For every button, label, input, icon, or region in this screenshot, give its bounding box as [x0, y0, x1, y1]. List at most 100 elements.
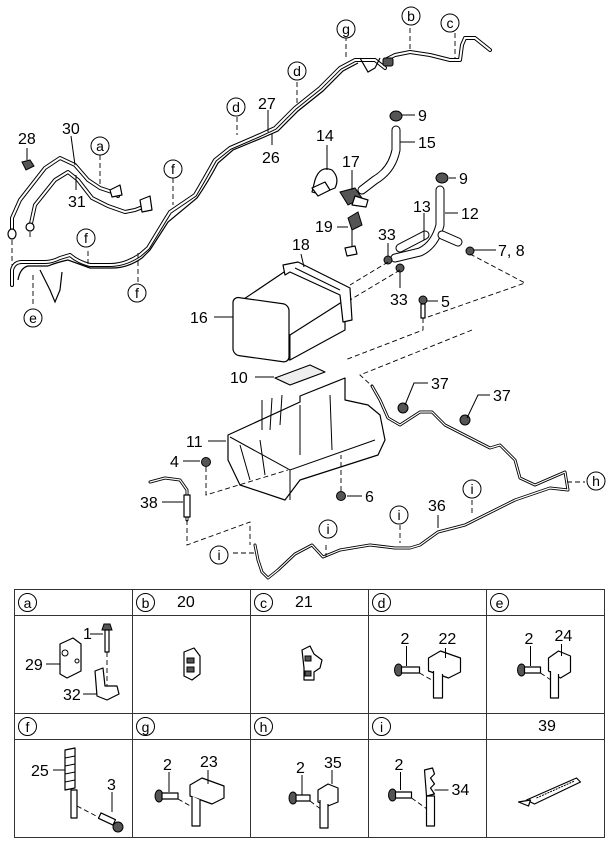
bracket-19[interactable] — [344, 211, 363, 257]
svg-text:e: e — [29, 310, 37, 326]
connector-28[interactable] — [21, 159, 35, 171]
part-label: 13 — [413, 199, 431, 216]
part-label: 4 — [170, 454, 179, 471]
part-label: 7, 8 — [498, 243, 525, 260]
legend-header-f: f — [14, 713, 133, 740]
part-label: 15 — [418, 135, 436, 152]
part-label: 24 — [555, 628, 573, 645]
svg-text:f: f — [135, 285, 139, 301]
purge-valve-14[interactable] — [311, 168, 338, 197]
svg-text:b: b — [407, 8, 415, 24]
callout-d: d — [372, 593, 391, 612]
clip-e-illustration: 2 24 — [517, 628, 573, 699]
part-label: 33 — [378, 227, 396, 244]
part-label: 5 — [441, 294, 450, 311]
part-number: 39 — [538, 717, 556, 735]
svg-text:g: g — [342, 21, 350, 37]
legend-header-h: h — [250, 713, 369, 740]
part-label: 26 — [262, 150, 280, 167]
clamp-9-upper[interactable] — [389, 110, 403, 122]
legend-cell-d[interactable]: 2 22 — [368, 615, 487, 714]
clip-c-illustration — [301, 645, 323, 681]
canister-tray-11[interactable] — [227, 377, 386, 501]
nut-6[interactable] — [336, 491, 346, 501]
part-label: 10 — [230, 370, 248, 387]
legend-cell-a[interactable]: 1 29 32 — [14, 615, 133, 714]
callout-i[interactable]: i — [209, 545, 229, 565]
callout-i[interactable]: i — [389, 505, 409, 525]
clamp-33-upper[interactable] — [383, 255, 393, 265]
callout-f[interactable]: f — [76, 228, 96, 248]
leader-lines — [26, 110, 496, 528]
callout-e[interactable]: e — [23, 308, 43, 328]
part-label: 9 — [418, 108, 427, 125]
part-label: 33 — [390, 292, 408, 309]
legend-header-a: a — [14, 589, 133, 616]
part-label: 38 — [140, 495, 158, 512]
svg-text:d: d — [293, 63, 301, 79]
hose-15[interactable] — [357, 125, 401, 195]
clamp-33-lower[interactable] — [395, 263, 405, 273]
tie-strap-39-illustration — [517, 777, 582, 807]
legend-cell-g[interactable]: 2 23 — [132, 739, 251, 838]
fuel-line-bundle[interactable] — [10, 36, 492, 304]
clip-g-illustration: 2 23 — [154, 754, 225, 827]
part-label: 28 — [18, 131, 36, 148]
part-label: 27 — [258, 96, 276, 113]
legend-cell-i[interactable]: 2 34 — [368, 739, 487, 838]
callout-i[interactable]: i — [318, 519, 338, 539]
legend-cell-f[interactable]: 25 3 — [14, 739, 133, 838]
callout-a[interactable]: a — [90, 136, 110, 156]
legend-cell-h[interactable]: 2 35 — [250, 739, 369, 838]
part-label: 25 — [31, 763, 49, 780]
callout-e: e — [490, 593, 509, 612]
callout-f[interactable]: f — [163, 159, 183, 179]
legend-header-g: g — [132, 713, 251, 740]
part-label: 37 — [493, 388, 511, 405]
callout-c[interactable]: c — [440, 13, 460, 33]
hose-13[interactable] — [395, 230, 430, 253]
grommet-37-right[interactable] — [459, 414, 471, 426]
legend-cell-b[interactable] — [132, 615, 251, 714]
callout-h[interactable]: h — [586, 471, 606, 491]
hose-12[interactable] — [390, 185, 463, 263]
canister-16[interactable] — [232, 267, 346, 363]
part-label: 30 — [62, 121, 80, 138]
vapor-line-36[interactable] — [253, 384, 570, 580]
part-label: 11 — [186, 434, 203, 451]
legend-cell-e[interactable]: 2 24 — [486, 615, 605, 714]
callouts: g b c d d a f f f e h i i i i — [23, 6, 606, 565]
part-label: 16 — [190, 310, 208, 327]
solenoid-17[interactable] — [339, 187, 369, 208]
grommet-37-left[interactable] — [397, 402, 409, 414]
part-label: 2 — [163, 757, 172, 774]
part-label: 31 — [68, 194, 86, 211]
filter-pad-10[interactable] — [274, 364, 326, 386]
vapor-pipes-30-31[interactable] — [7, 156, 153, 240]
part-number: 20 — [177, 593, 195, 611]
callout-d[interactable]: d — [287, 61, 307, 81]
connector-38[interactable] — [148, 476, 191, 522]
clip-f-illustration: 25 3 — [31, 747, 124, 833]
legend-cell-39[interactable] — [486, 739, 605, 838]
callout-b[interactable]: b — [401, 6, 421, 26]
clamp-9-lower[interactable] — [435, 172, 449, 184]
legend-header-d: d — [368, 589, 487, 616]
clip-b-illustration — [183, 647, 201, 681]
clamp-7-8[interactable] — [465, 246, 475, 256]
clip-h-illustration: 2 35 — [288, 755, 342, 829]
callout-d[interactable]: d — [226, 97, 246, 117]
callout-f[interactable]: f — [127, 283, 147, 303]
callout-i[interactable]: i — [462, 479, 482, 499]
bolt-5[interactable] — [418, 295, 428, 319]
part-label: 37 — [431, 376, 449, 393]
part-number: 21 — [295, 593, 313, 611]
legend-header-39: 39 — [486, 713, 605, 740]
callout-g[interactable]: g — [336, 19, 356, 39]
callout-i: i — [372, 717, 391, 736]
nut-4[interactable] — [201, 457, 211, 467]
svg-text:f: f — [84, 230, 88, 246]
legend-cell-c[interactable] — [250, 615, 369, 714]
canister-bracket-18[interactable] — [282, 261, 353, 323]
